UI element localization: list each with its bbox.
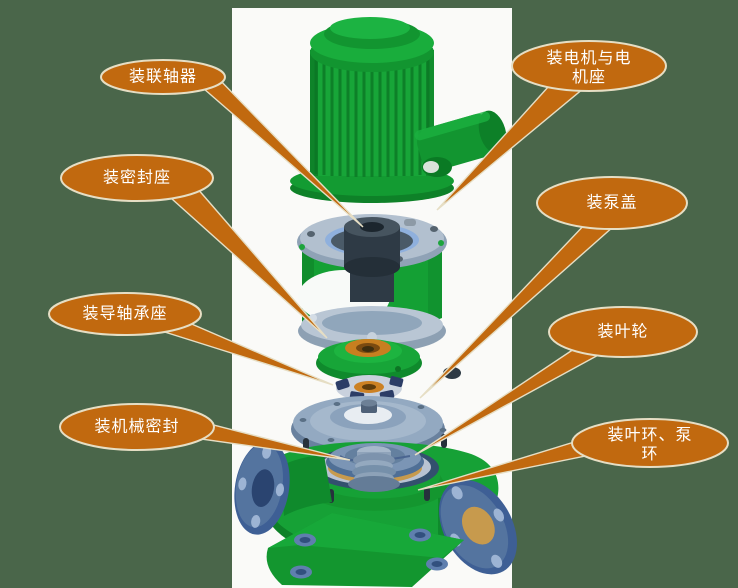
callout-label-impeller: 装叶轮 [597,323,649,341]
callout-bubble-motor [511,40,667,92]
mechanical-seal [348,446,400,492]
callout-bubbles [48,40,729,468]
coupling [344,217,416,277]
callout-bubble-coupling [100,59,226,95]
callout-label-pump-cover: 装泵盖 [586,194,638,212]
base-bolt-holes [290,528,448,579]
guide-bearing [335,375,404,401]
callout-label-motor: 装电机与电机座 [546,49,632,86]
motor-junction-box [414,110,507,171]
motor-mount [297,214,447,353]
pump-cover [291,396,447,458]
callout-bubble-seal-seat [60,154,214,202]
exploded-pump-illustration [234,17,517,587]
suction-flange [234,441,332,535]
callout-bubble-rings [571,418,729,468]
callout-label-mechanical-seal: 装机械密封 [94,418,180,436]
callout-label-rings: 装叶环、泵环 [607,426,693,463]
callout-label-seal-seat: 装密封座 [102,169,171,187]
callout-label-guide-bearing: 装导轴承座 [82,305,168,323]
base-plate [266,513,464,587]
callout-bubble-impeller [548,306,698,358]
callout-bubble-pump-cover [536,176,688,230]
callout-tails [149,73,616,491]
motor [290,17,507,203]
callout-bubble-mechanical-seal [59,403,215,451]
callout-label-coupling: 装联轴器 [128,68,197,86]
seal-seat [316,339,461,382]
callout-bubble-guide-bearing [48,292,202,336]
